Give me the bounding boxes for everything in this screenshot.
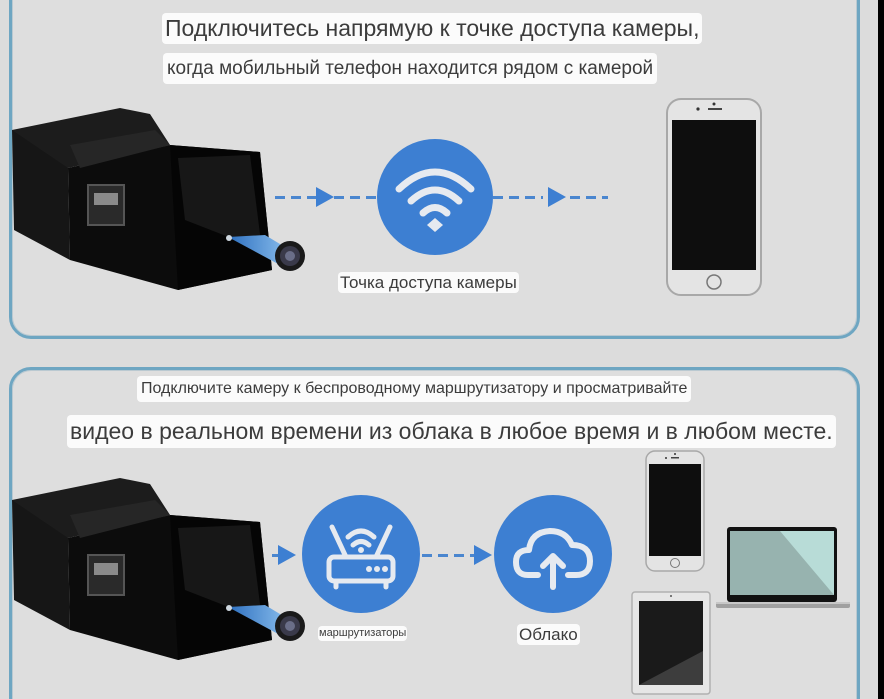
smartphone-icon	[666, 98, 762, 296]
cloud-label: Облако	[517, 624, 580, 645]
wifi-hotspot-circle	[377, 139, 493, 255]
tablet-icon	[631, 591, 711, 695]
arrow-right-icon	[474, 545, 492, 565]
wifi-icon	[395, 168, 475, 232]
flow-line	[334, 196, 380, 199]
arrow-right-icon	[278, 545, 296, 565]
bottom-heading-line1: Подключите камеру к беспроводному маршру…	[137, 376, 692, 402]
usb-charger-camera-icon	[12, 108, 305, 290]
flow-line	[275, 196, 325, 199]
flow-line	[570, 196, 608, 199]
arrow-right-icon	[316, 187, 334, 207]
bottom-heading-line2: видео в реальном времени из облака в люб…	[67, 415, 836, 448]
router-label: маршрутизаторы	[318, 626, 408, 641]
laptop-icon	[716, 527, 850, 608]
cloud-circle	[494, 495, 612, 613]
flow-line	[422, 554, 478, 557]
flow-line	[493, 196, 543, 199]
right-edge-strip	[878, 0, 884, 699]
top-heading-line1: Подключитесь напрямую к точке доступа ка…	[162, 13, 703, 44]
cloud-upload-icon	[513, 528, 593, 590]
router-icon	[326, 524, 396, 590]
top-heading-line2: когда мобильный телефон находится рядом …	[163, 53, 658, 84]
hotspot-label: Точка доступа камеры	[338, 272, 519, 293]
arrow-right-icon	[548, 187, 566, 207]
smartphone-icon	[645, 450, 705, 572]
usb-charger-camera-icon	[12, 478, 305, 660]
router-circle	[302, 495, 420, 613]
